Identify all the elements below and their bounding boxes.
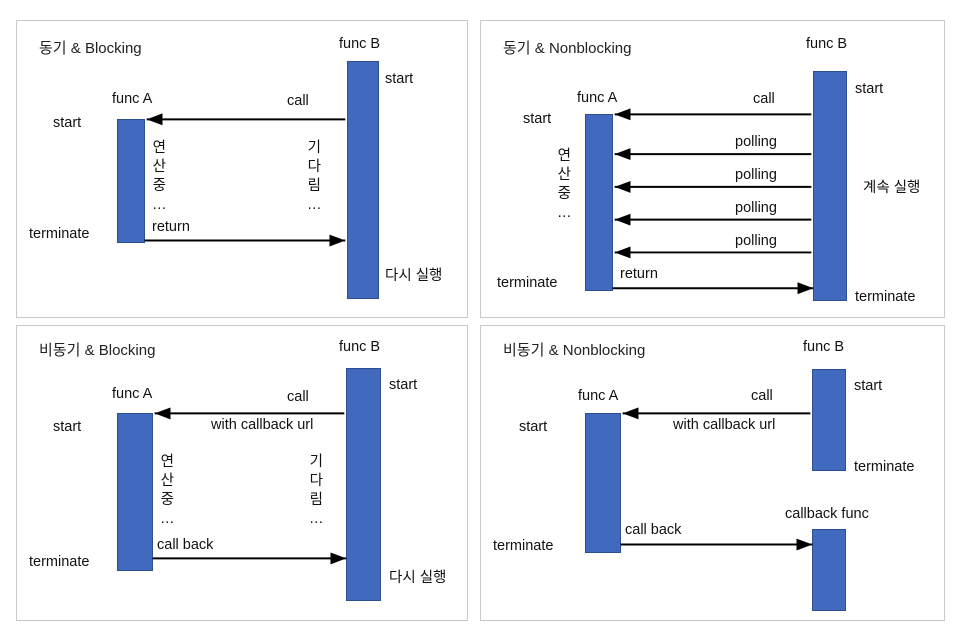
arrow-layer: [612, 108, 814, 295]
state-char: 다: [307, 159, 321, 175]
lifeline-func-a: [585, 413, 621, 553]
func-a-terminate-label: terminate: [493, 538, 554, 554]
state-char: …: [307, 197, 322, 213]
func-a-start-label: start: [523, 111, 552, 127]
lifeline-func-a: [117, 119, 145, 243]
func-b-label: func B: [803, 339, 845, 355]
state-char: 연: [152, 140, 166, 156]
arrow-label-polling: polling: [735, 200, 777, 216]
func-a-terminate-label: terminate: [497, 275, 558, 291]
state-char: …: [557, 205, 572, 221]
func-b-start-label: start: [854, 378, 883, 394]
func-b-footer-label: 다시 실행: [389, 570, 447, 586]
func-a-terminate-label: terminate: [29, 554, 90, 570]
state-char: 산: [160, 473, 174, 489]
func-a-state-text: 연 산 중 …: [160, 453, 175, 529]
func-a-start-label: start: [53, 419, 82, 435]
arrow-label-call: call: [753, 91, 775, 107]
func-b-label: func B: [339, 36, 381, 52]
panel-async-nonblocking: 비동기 & Nonblocking func A func B callback…: [480, 325, 945, 621]
lifeline-func-b: [347, 61, 379, 299]
state-char: 연: [160, 454, 174, 470]
state-char: 림: [307, 178, 321, 194]
panel-title-sync-blocking: 동기 & Blocking: [39, 40, 142, 57]
arrow-label-return: return: [152, 219, 190, 235]
state-char: 연: [557, 148, 571, 164]
state-char: …: [160, 511, 175, 527]
func-b-start-label: start: [855, 81, 884, 97]
callback-func-label: callback func: [785, 506, 869, 522]
state-char: …: [309, 511, 324, 527]
func-a-label: func A: [577, 90, 618, 106]
func-b-label: func B: [806, 36, 848, 52]
state-char: 중: [557, 186, 571, 202]
arrow-sublabel-with-callback-url: with callback url: [211, 417, 314, 433]
panel-sync-nonblocking: 동기 & Nonblocking func A func B start ter…: [480, 20, 945, 318]
func-a-label: func A: [112, 386, 153, 402]
state-char: 중: [152, 178, 166, 194]
panel-sync-blocking: 동기 & Blocking func A func B start termin…: [16, 20, 468, 318]
state-char: 기: [307, 140, 321, 156]
arrow-label-call-back: call back: [157, 537, 214, 553]
panel-title-async-nonblocking: 비동기 & Nonblocking: [503, 342, 646, 359]
state-char: 기: [309, 454, 323, 470]
func-b-state-text: 기 다 림 …: [309, 453, 324, 529]
lifeline-func-b: [346, 368, 381, 601]
func-b-terminate-label: terminate: [854, 459, 915, 475]
arrow-sublabel-with-callback-url: with callback url: [673, 417, 776, 433]
lifeline-callback-func: [812, 529, 846, 611]
func-b-footer-label: 다시 실행: [385, 268, 443, 284]
state-char: 산: [152, 159, 166, 175]
state-char: 림: [309, 492, 323, 508]
arrow-label-polling: polling: [735, 134, 777, 150]
state-char: 중: [160, 492, 174, 508]
panel-async-blocking: 비동기 & Blocking func A func B start termi…: [16, 325, 468, 621]
func-a-label: func A: [578, 388, 619, 404]
panel-title-sync-nonblocking: 동기 & Nonblocking: [503, 40, 632, 57]
lifeline-func-a: [117, 413, 153, 571]
lifeline-func-b: [813, 71, 847, 301]
arrow-label-call: call: [751, 388, 773, 404]
arrow-label-call: call: [287, 389, 309, 405]
state-char: 산: [557, 167, 571, 183]
func-a-state-text: 연 산 중 …: [557, 147, 572, 223]
lifeline-func-b: [812, 369, 846, 471]
arrow-label-polling: polling: [735, 233, 777, 249]
func-b-label: func B: [339, 339, 381, 355]
state-char: 다: [309, 473, 323, 489]
func-b-terminate-label: terminate: [855, 289, 916, 305]
lifeline-func-a: [585, 114, 613, 291]
state-char: …: [152, 197, 167, 213]
func-b-footer-label: 계속 실행: [863, 180, 921, 196]
panel-title-async-blocking: 비동기 & Blocking: [39, 342, 156, 359]
func-b-start-label: start: [385, 71, 414, 87]
func-a-state-text: 연 산 중 …: [152, 139, 167, 215]
arrow-label-call-back: call back: [625, 522, 682, 538]
func-b-start-label: start: [389, 377, 418, 393]
func-a-label: func A: [112, 91, 153, 107]
func-a-start-label: start: [519, 419, 548, 435]
arrow-label-call: call: [287, 93, 309, 109]
arrow-label-polling: polling: [735, 167, 777, 183]
func-a-start-label: start: [53, 115, 82, 131]
func-b-state-text: 기 다 림 …: [307, 139, 322, 215]
arrow-label-return: return: [620, 266, 658, 282]
func-a-terminate-label: terminate: [29, 226, 90, 242]
